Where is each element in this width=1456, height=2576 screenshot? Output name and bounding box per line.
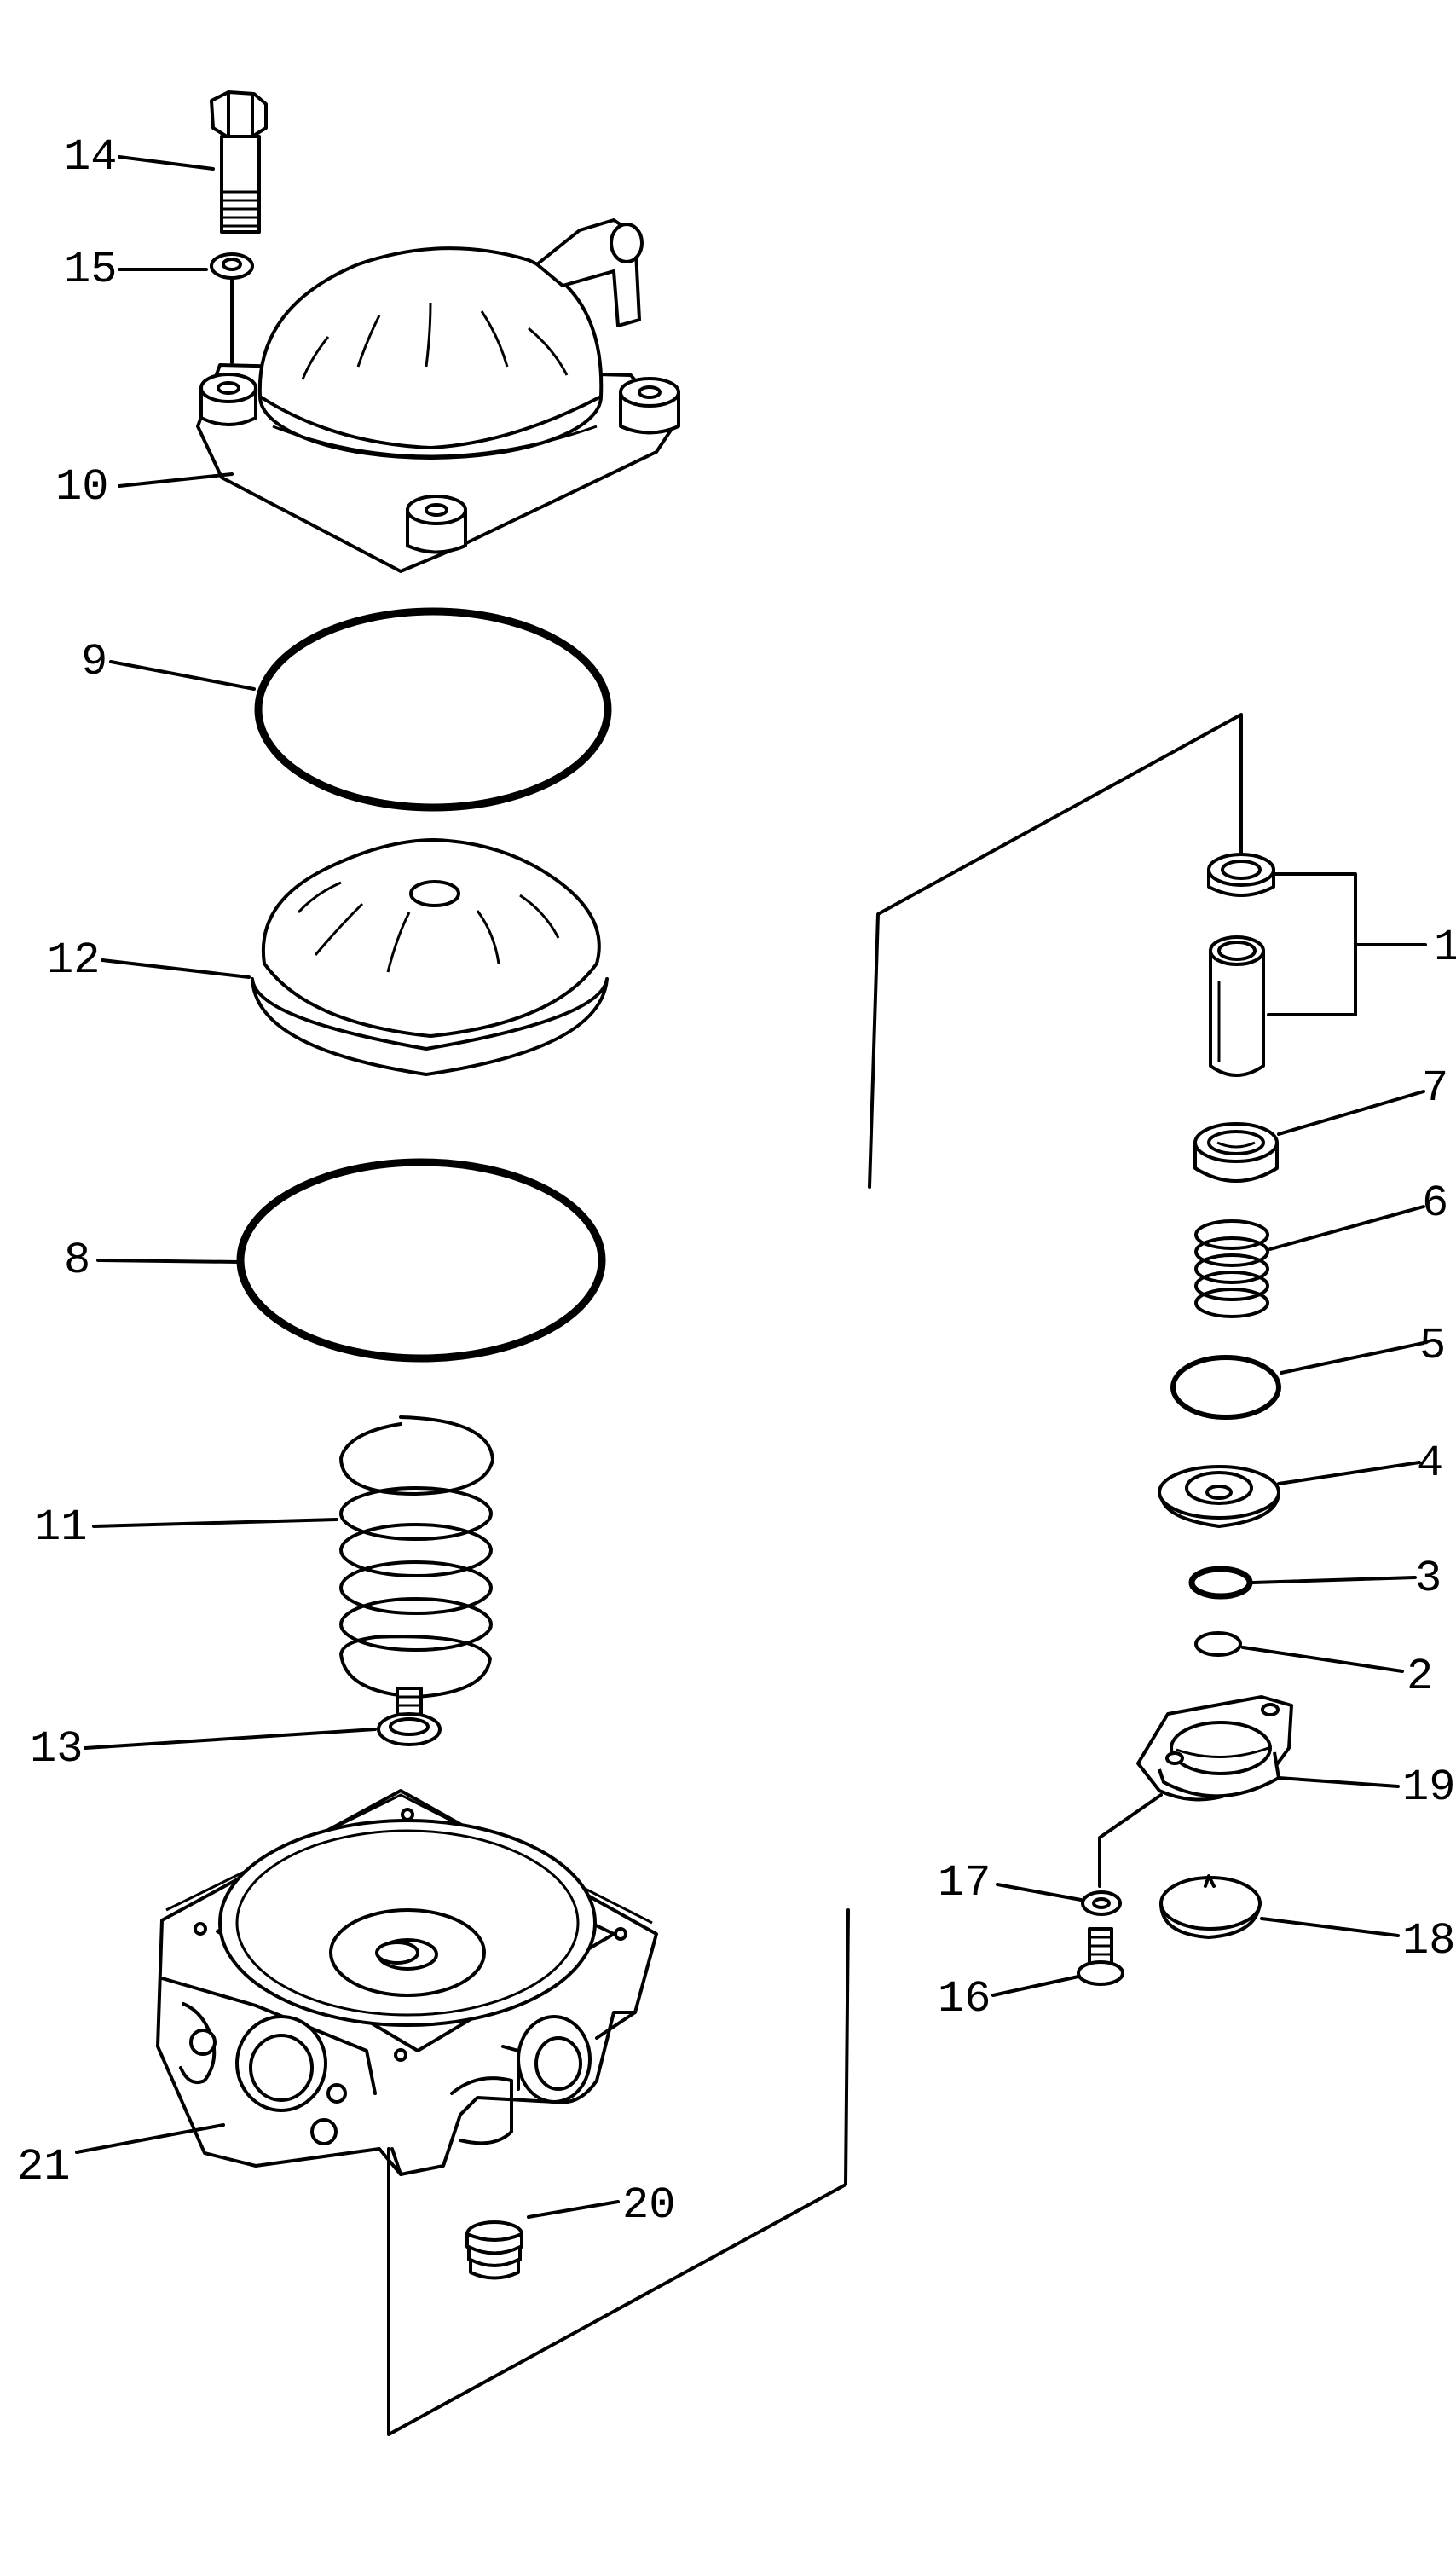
leader-6 bbox=[1268, 1205, 1425, 1251]
callout-15: 15 bbox=[64, 245, 117, 295]
callout-19: 19 bbox=[1402, 1763, 1455, 1813]
part-20-plug bbox=[465, 2220, 523, 2280]
leader-16 bbox=[991, 1975, 1080, 1997]
callout-3: 3 bbox=[1415, 1554, 1442, 1604]
leader-3 bbox=[1251, 1576, 1417, 1584]
leader-5 bbox=[1280, 1341, 1425, 1375]
part-18-cap bbox=[1159, 1874, 1262, 1939]
leader-18 bbox=[1260, 1917, 1400, 1937]
part-21-body bbox=[156, 1789, 658, 2176]
part-4-valve-seat bbox=[1158, 1465, 1280, 1528]
leader-17 bbox=[996, 1883, 1083, 1902]
part-9-o-ring bbox=[254, 607, 612, 812]
callout-14: 14 bbox=[64, 132, 117, 182]
cover-bolt-boss-left bbox=[199, 373, 257, 426]
callout-11: 11 bbox=[34, 1502, 87, 1553]
part-6-spring bbox=[1194, 1219, 1269, 1318]
cover-bolt-boss-right bbox=[619, 377, 680, 435]
callout-10: 10 bbox=[55, 462, 108, 512]
part-14-bolt bbox=[210, 90, 268, 234]
part-15-washer bbox=[210, 252, 254, 364]
leader-1 bbox=[1267, 872, 1357, 1016]
leader-20 bbox=[527, 2200, 620, 2219]
leader-10 bbox=[118, 472, 234, 488]
callout-2: 2 bbox=[1407, 1652, 1433, 1702]
part-2-o-ring bbox=[1194, 1631, 1242, 1657]
leader-14 bbox=[118, 155, 215, 171]
leader-12 bbox=[101, 958, 251, 979]
leader-11 bbox=[92, 1518, 338, 1528]
callout-12: 12 bbox=[47, 935, 100, 986]
callout-7: 7 bbox=[1422, 1063, 1448, 1114]
leader-13 bbox=[84, 1728, 377, 1750]
cover-bolt-boss-bottom bbox=[406, 495, 467, 554]
part-7-cap bbox=[1193, 1122, 1279, 1183]
callout-4: 4 bbox=[1417, 1439, 1443, 1489]
leader-4 bbox=[1277, 1461, 1421, 1485]
callout-8: 8 bbox=[64, 1236, 90, 1286]
leader-9 bbox=[109, 660, 256, 691]
part-3-o-ring bbox=[1188, 1566, 1253, 1600]
callout-6: 6 bbox=[1422, 1178, 1448, 1229]
part-1-sleeve-ring bbox=[1207, 853, 1275, 897]
callout-21: 21 bbox=[17, 2142, 70, 2192]
callout-20: 20 bbox=[622, 2180, 675, 2231]
part-13-screw bbox=[377, 1687, 442, 1746]
callout-16: 16 bbox=[938, 1974, 991, 2024]
leader-21 bbox=[75, 2123, 225, 2154]
part-1-tube bbox=[1209, 935, 1265, 1077]
callout-18: 18 bbox=[1402, 1916, 1455, 1966]
assembly-guide-line-right bbox=[868, 713, 1243, 1189]
part-16-screw bbox=[1077, 1927, 1124, 1986]
part-17-washer bbox=[1081, 1890, 1122, 1916]
callout-17: 17 bbox=[938, 1858, 991, 1908]
leader-2 bbox=[1241, 1646, 1404, 1673]
callout-13: 13 bbox=[30, 1724, 83, 1774]
callout-9: 9 bbox=[81, 637, 107, 687]
part-10-top-cover bbox=[196, 218, 680, 573]
leader-7 bbox=[1277, 1090, 1425, 1136]
leader-8 bbox=[96, 1259, 240, 1264]
part-12-diaphragm bbox=[251, 838, 609, 1076]
leader-19 bbox=[1277, 1776, 1400, 1788]
callout-5: 5 bbox=[1419, 1321, 1446, 1371]
part-5-o-ring bbox=[1170, 1355, 1281, 1420]
callout-1: 1 bbox=[1434, 923, 1456, 973]
part-11-spring bbox=[339, 1415, 494, 1699]
part-19-flange bbox=[1098, 1695, 1293, 1888]
assembly-guide-line-bottom bbox=[387, 1908, 850, 2436]
part-8-o-ring bbox=[236, 1158, 606, 1363]
